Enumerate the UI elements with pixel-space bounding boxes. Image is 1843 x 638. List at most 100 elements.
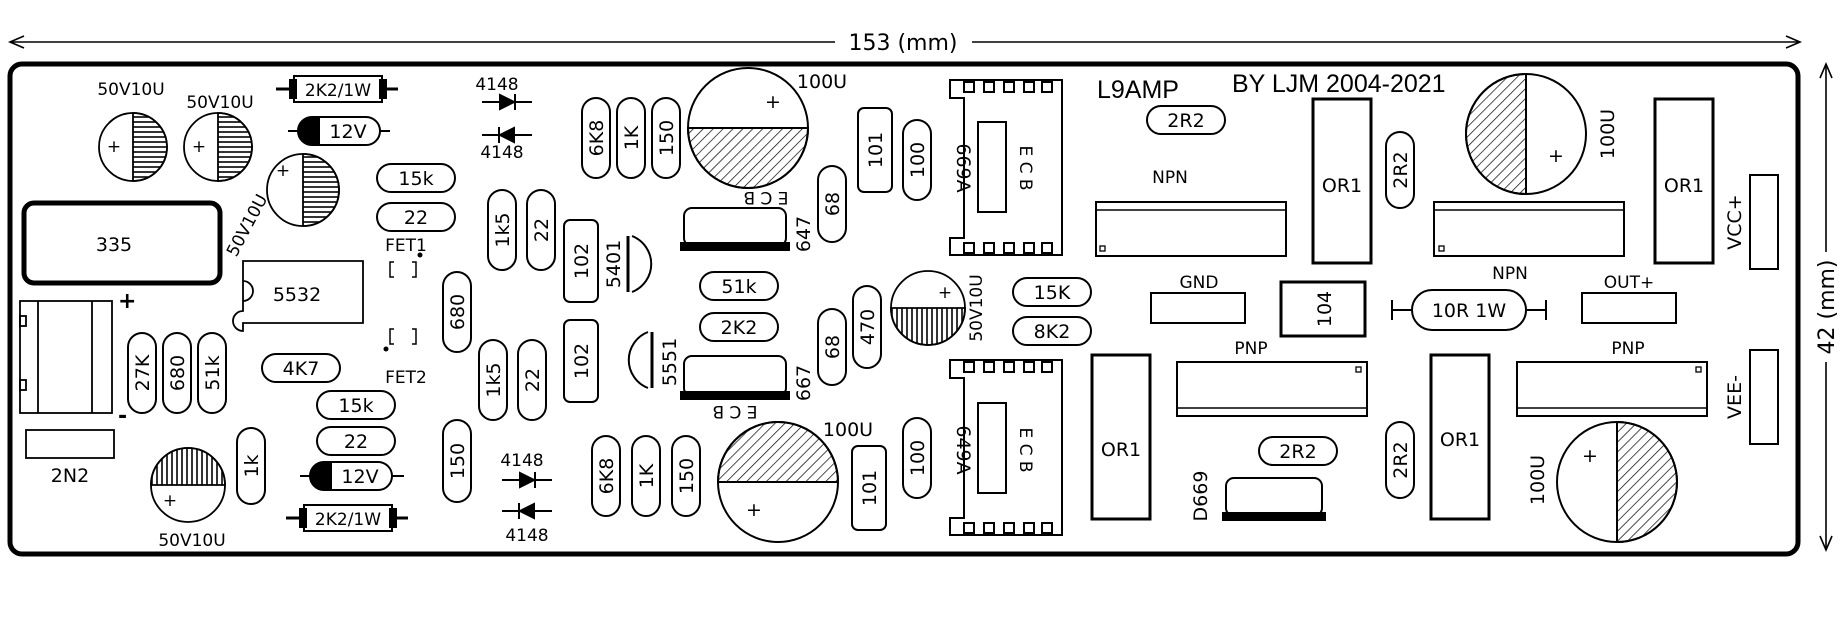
resistor-22-d [517,339,547,421]
npn-2-label: NPN [1492,264,1528,284]
emitter-resistor-e3-label: OR1 [1101,439,1141,461]
emitter-resistor-e4-label: OR1 [1440,429,1480,451]
big-capacitor-body [21,200,223,286]
fet1-label: FET1 [385,236,427,256]
resistor-22-a [376,202,456,232]
height-dimension [1819,61,1833,553]
pnp-1-label: PNP [1234,339,1267,359]
resistor-4k7 [261,353,341,383]
svg-text:+: + [1548,145,1564,167]
resistor-150-left-label: 150 [447,443,469,479]
resistor-150-b-label: 150 [676,458,698,494]
capacitor-101-a [857,107,893,193]
resistor-1k-b-label: 1K [636,463,658,488]
resistor-2r2-a-label: 2R2 [1167,110,1204,132]
pnp-1-body [1176,361,1368,417]
resistor-51k-mid-label: 51k [721,276,756,298]
terminal-gnd-label: GND [1180,273,1219,293]
resistor-68-b [817,308,847,386]
svg-text:+: + [746,499,762,521]
resistor-10r-1w [1391,289,1547,331]
svg-text:+: + [107,137,121,157]
resistor-2k2-mid-label: 2K2 [721,317,758,339]
emitter-resistor-e4 [1429,353,1491,521]
resistor-150-a-label: 150 [656,120,678,156]
capacitor-2n2-label: 2N2 [51,465,89,487]
resistor-2r2-d-label: 2R2 [1390,441,1412,478]
electrolytic-c3-label: 50V10U [223,191,272,260]
resistor-470 [852,285,882,369]
electrolytic-top-100u: + [686,67,810,189]
fet2-label: FET2 [385,368,427,388]
resistor-100-b [902,417,932,499]
capacitor-102-b [563,319,599,403]
resistor-470-label: 470 [857,309,879,345]
resistor-1k-a [616,97,646,179]
ic-5532 [232,260,364,332]
svg-text:+: + [938,283,952,303]
board-title: L9AMP [1097,76,1179,104]
resistor-22-c [526,189,556,271]
transistor-5551-label: 5551 [659,338,681,386]
emitter-resistor-e1-label: OR1 [1322,175,1362,197]
emitter-resistor-e2-label: OR1 [1664,175,1704,197]
electrolytic-c4: + [150,447,226,523]
resistor-68-a-label: 68 [822,192,844,216]
transistor-b669a-pins: E C B [1015,145,1035,190]
resistor-15k-b [316,390,396,420]
terminal-out-label: OUT+ [1604,273,1654,293]
capacitor-101-a-label: 101 [865,132,887,168]
transistor-b669a [949,79,1063,256]
zener-12v-bottom-label: 12V [341,466,378,488]
transistor-a649a-label: 649A [952,425,974,474]
capacitor-2n2 [25,429,115,459]
resistor-6k8-a [581,97,611,179]
diode-d1 [482,93,532,111]
npn-2-body [1433,201,1625,257]
resistor-1k5-a [487,189,517,271]
resistor-8k2 [1012,316,1092,346]
electrolytic-c5: + [890,270,966,346]
svg-text:+: + [163,491,177,511]
electrolytic-c2-label: 50V10U [186,93,253,113]
resistor-150-left [442,419,472,503]
resistor-15k-right-label: 15K [1034,282,1071,304]
electrolytic-right-top-100u-label: 100U [1597,109,1619,159]
emitter-resistor-e1 [1311,97,1373,265]
resistor-22-b-label: 22 [344,431,368,453]
capacitor-102-b-label: 102 [571,343,593,379]
electrolytic-top-100u-label: 100U [797,71,847,93]
electrolytic-bottom-100u: + [716,421,840,543]
resistor-51k-mid [699,271,779,301]
resistor-2k2-1w-top-label: 2K2/1W [305,81,371,101]
electrolytic-c2: + [183,112,253,182]
transistor-5551-outline [627,331,649,389]
terminal-vcc-label: VCC+ [1724,194,1746,249]
transistor-647-label: 647 [793,216,815,252]
terminal-out [1581,292,1677,324]
terminal-vee [1749,349,1779,445]
capacitor-102-a [563,219,599,303]
resistor-1k-a-label: 1K [621,125,643,150]
diode-d4 [502,502,552,520]
resistor-680-b-label: 680 [447,294,469,330]
resistor-680-a [162,332,192,414]
zener-12v-top-label: 12V [329,121,366,143]
resistor-22-a-label: 22 [404,207,428,229]
resistor-4k7-label: 4K7 [283,358,320,380]
resistor-8k2-label: 8K2 [1034,321,1071,343]
diode-d3 [502,471,552,489]
terminal-vcc [1749,174,1779,270]
electrolytic-c4-label: 50V10U [158,531,225,551]
transistor-667-label: 667 [793,365,815,401]
svg-text:E C B: E C B [743,187,788,207]
npn-1-body [1095,201,1287,257]
resistor-15k-a-label: 15k [398,168,433,190]
resistor-6k8-a-label: 6K8 [586,120,608,157]
resistor-10r-1w-label: 10R 1W [1432,300,1507,322]
fet1-outline [389,261,417,278]
resistor-51k-a-label: 51k [202,355,224,390]
transistor-647: E C B [680,187,790,251]
capacitor-102-a-label: 102 [571,243,593,279]
resistor-22-d-label: 22 [522,368,544,392]
